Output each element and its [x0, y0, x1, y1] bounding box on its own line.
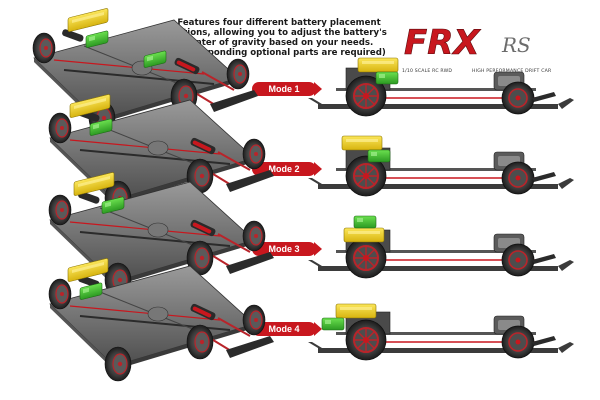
mode-1-side-view	[307, 57, 575, 117]
mode-4-isometric-view	[48, 257, 275, 382]
mode-1-arrow	[314, 82, 322, 96]
logo-main-text: FRX	[404, 23, 481, 63]
mode-4-label: Mode 4	[252, 322, 316, 336]
frx-rs-logo: FRX RS	[398, 22, 588, 68]
mode-1-label: Mode 1	[252, 82, 316, 96]
mode-3-arrow	[314, 242, 322, 256]
tagline-right: HIGH PERFORMANCE DRIFT CAR	[472, 69, 552, 74]
mode-3-label: Mode 3	[252, 242, 316, 256]
mode-2-arrow	[314, 162, 322, 176]
mode-2-side-view	[307, 135, 575, 197]
logo-suffix-text: RS	[501, 33, 531, 57]
mode-3-side-view	[307, 215, 575, 279]
tagline-left: 1/10 SCALE RC RWD	[402, 69, 453, 74]
mode-4-arrow	[314, 322, 322, 336]
description-text: Features four different battery placemen…	[171, 18, 387, 58]
mode-4-side-view	[307, 303, 575, 361]
